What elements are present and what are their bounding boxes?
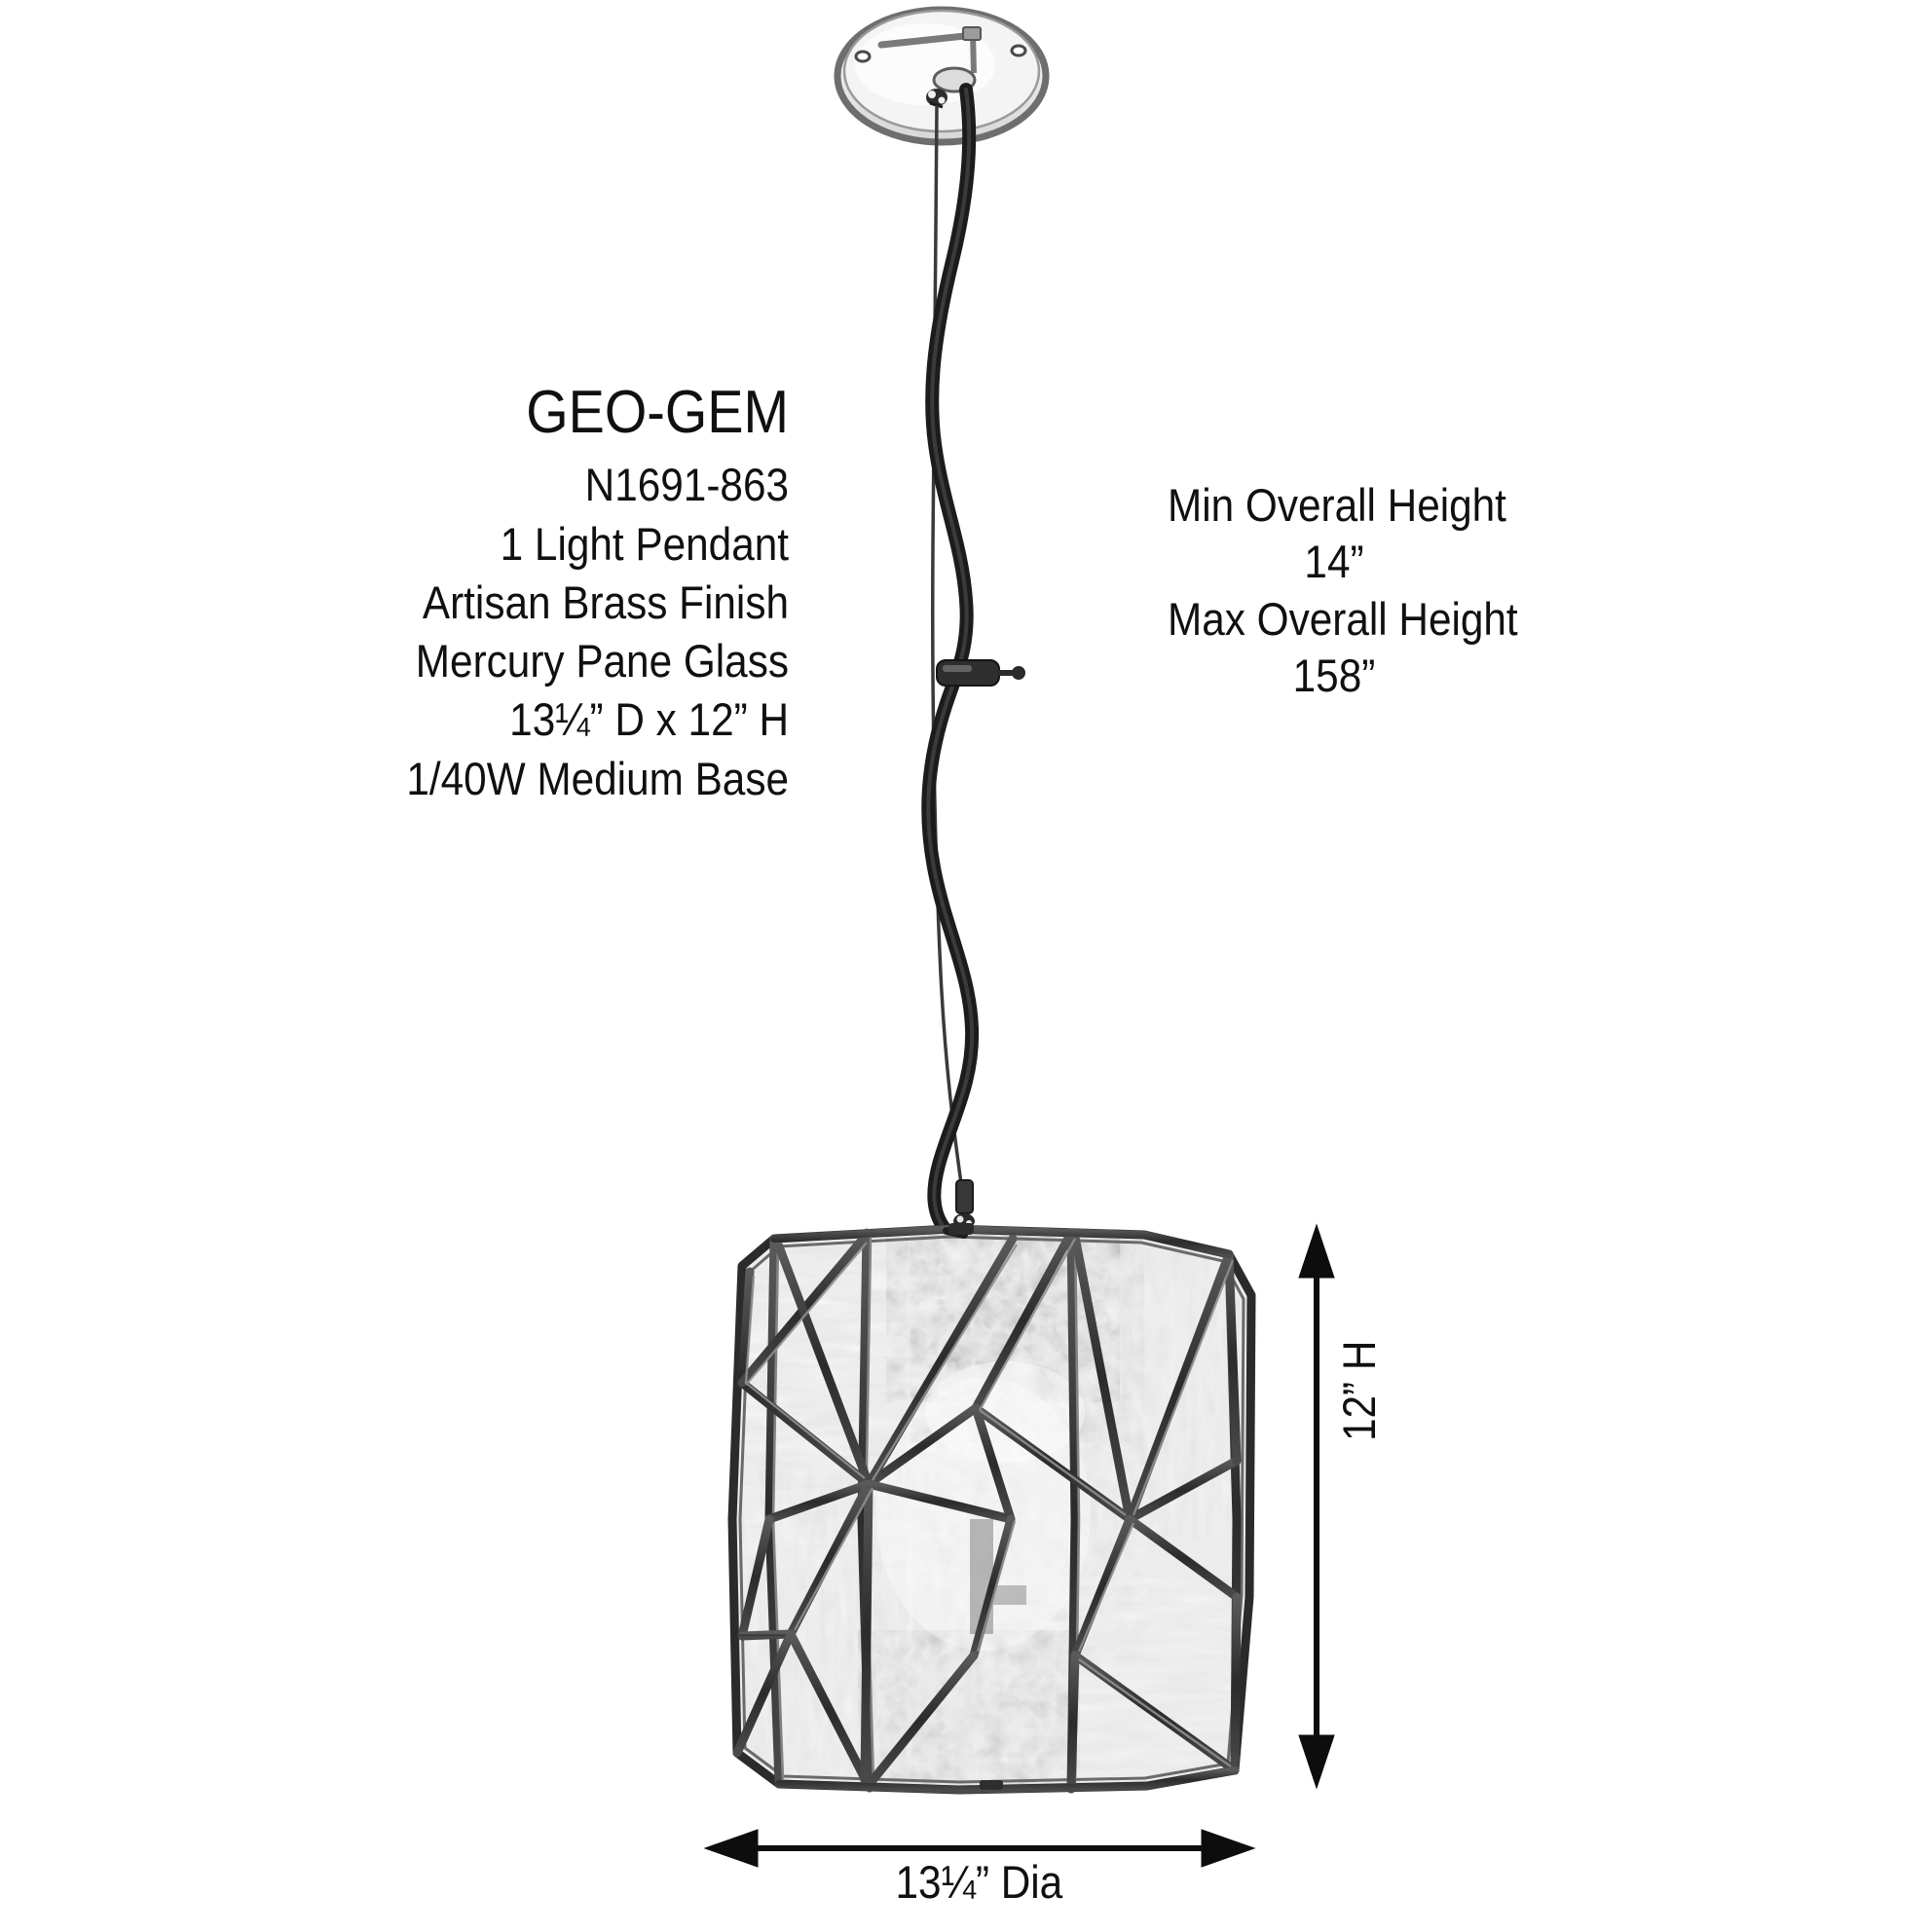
min-height-value: 14” <box>1304 536 1364 588</box>
product-name: GEO-GEM <box>526 379 789 446</box>
suspension-cable <box>931 104 966 1207</box>
product-sku: N1691-863 <box>584 459 789 511</box>
product-finish: Artisan Brass Finish <box>422 576 789 628</box>
diameter-dimension-text: 13¼” Dia <box>895 1856 1062 1908</box>
cable-adjuster-clamp <box>936 659 1025 687</box>
max-height-value: 158” <box>1292 649 1376 701</box>
max-height-label: Max Overall Height <box>1168 592 1518 645</box>
ceiling-canopy <box>834 6 1050 146</box>
diameter-dimension-label: 13¼” Dia <box>706 1855 1251 1909</box>
height-dimension-label: 12” H <box>1333 1340 1385 1441</box>
power-cord <box>921 83 980 1238</box>
min-height-label: Min Overall Height <box>1168 479 1506 531</box>
faceted-glass-shade <box>727 1223 1256 1795</box>
product-spec-block: GEO-GEM N1691-863 1 Light Pendant Artisa… <box>321 382 789 807</box>
lower-cable-clamp <box>953 1179 975 1229</box>
product-dimensions: 13¼” D x 12” H <box>509 693 789 746</box>
height-dimension-arrow <box>1298 1223 1335 1790</box>
overall-height-block: Min Overall Height 14” Max Overall Heigh… <box>1149 477 1519 704</box>
shade-bottom-finial <box>980 1780 1003 1790</box>
shade-hanger-loop <box>943 1223 974 1239</box>
product-type: 1 Light Pendant <box>500 517 789 570</box>
product-lamping: 1/40W Medium Base <box>406 752 789 804</box>
product-glass: Mercury Pane Glass <box>415 635 789 687</box>
